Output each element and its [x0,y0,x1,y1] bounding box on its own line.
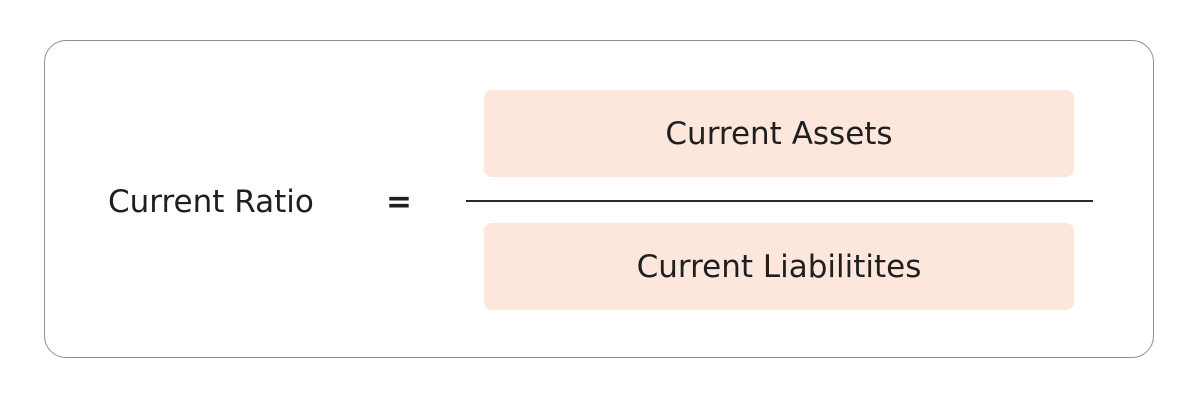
denominator-label: Current Liabilitites [636,248,922,285]
numerator-box: Current Assets [484,90,1074,177]
numerator-label: Current Assets [665,115,893,152]
denominator-box: Current Liabilitites [484,223,1074,310]
equals-sign: = [386,184,412,220]
formula-lhs-label: Current Ratio [108,184,314,220]
fraction-bar [466,200,1093,202]
